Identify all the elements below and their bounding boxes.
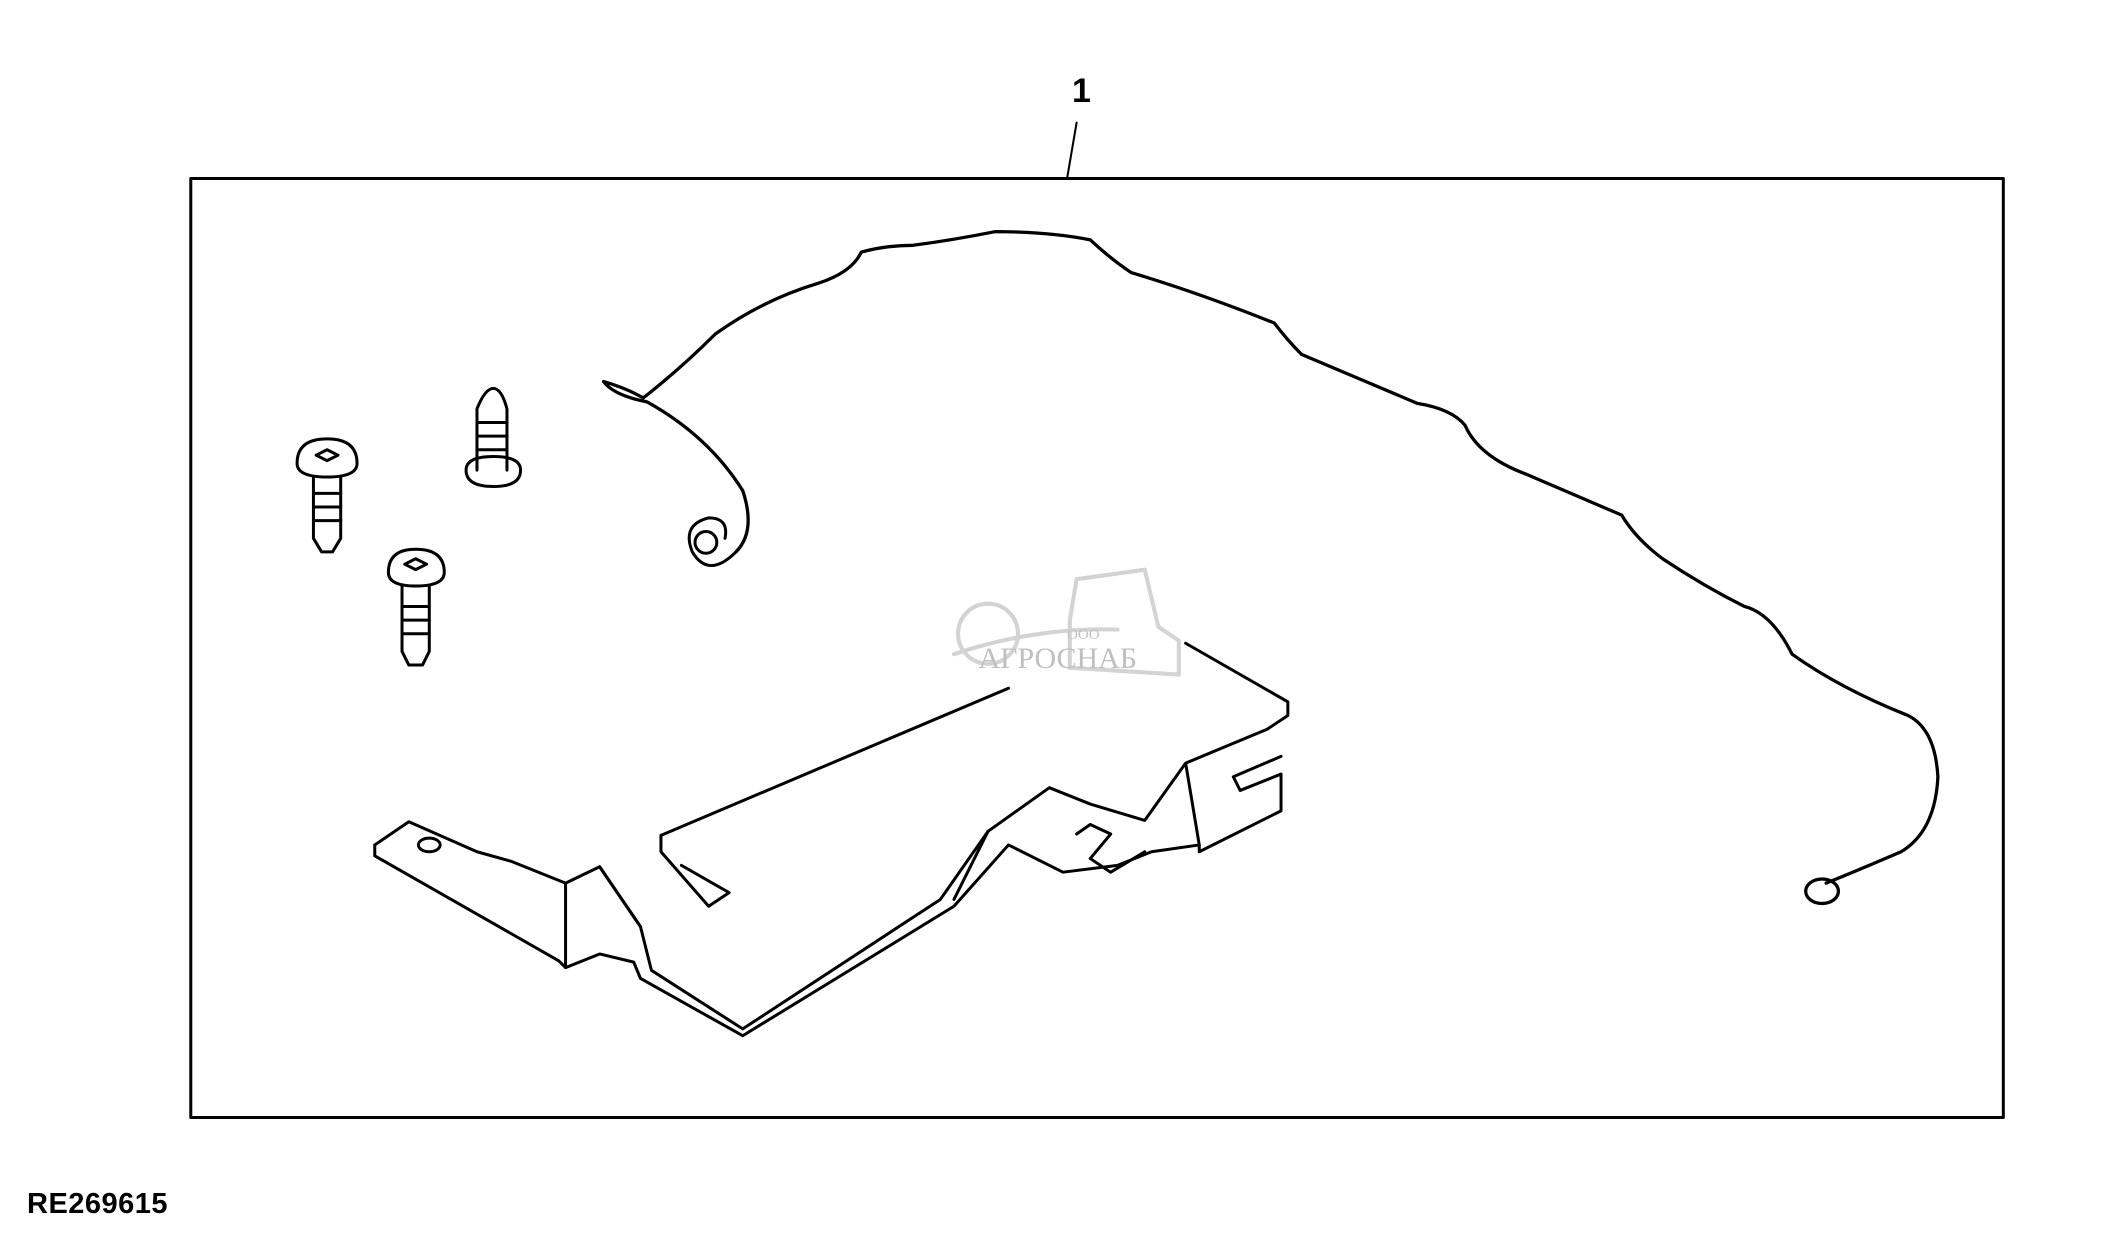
svg-text:АГРОСНАБ: АГРОСНАБ [978,642,1137,675]
screw [386,547,446,667]
clip [687,516,738,568]
watermark-logo: ООО АГРОСНАБ [951,567,1181,677]
wire-harness [602,230,1940,885]
callout-leader-line [1066,121,1078,180]
svg-text:ООО: ООО [1067,627,1100,643]
wire-loop [602,379,750,554]
screw [464,386,523,489]
kit-frame [189,177,2005,1119]
callout-label: 1 [1072,72,1091,110]
screw [295,437,359,554]
reference-number: RE269615 [27,1188,169,1220]
ring-terminal [1804,877,1841,906]
bracket [373,641,1290,1038]
